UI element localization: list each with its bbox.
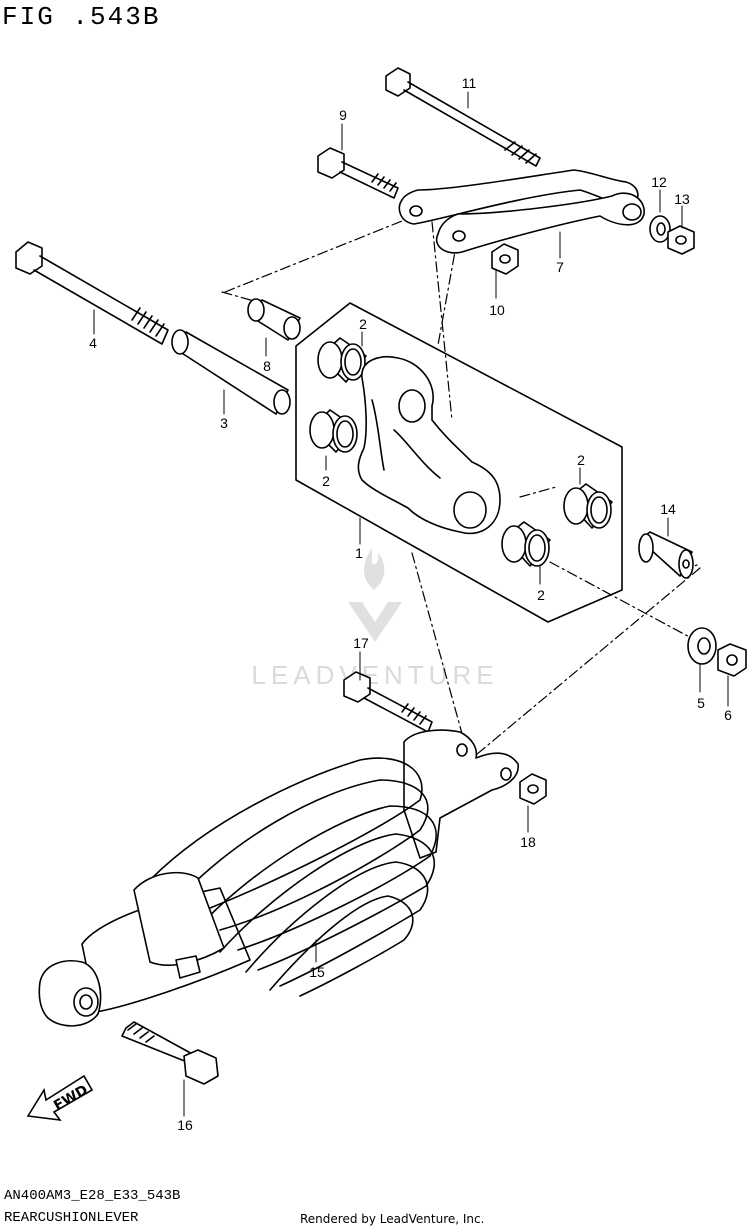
callout-4: 4 <box>89 335 97 351</box>
callout-leader-lines <box>93 91 729 1117</box>
bolt-icon <box>343 671 433 733</box>
watermark-v-icon <box>348 602 402 642</box>
nut-icon <box>519 773 547 805</box>
watermark-text: LEADVENTURE <box>251 660 498 690</box>
callout-13: 13 <box>674 191 690 207</box>
bearing-icon <box>563 483 613 529</box>
bearing-icon <box>309 409 358 453</box>
figure-caption: REARCUSHIONLEVER <box>4 1210 139 1226</box>
callout-2d: 2 <box>537 587 545 603</box>
bolt-icon <box>317 147 399 199</box>
leadventure-watermark: LEADVENTURE <box>251 548 498 690</box>
cushion-lever-icon <box>357 356 501 535</box>
callout-10: 10 <box>489 302 505 318</box>
render-credit: Rendered by LeadVenture, Inc. <box>300 1212 485 1226</box>
spacer-icon <box>171 329 291 415</box>
callout-2c: 2 <box>577 452 585 468</box>
nut-icon <box>717 643 747 677</box>
fwd-arrow-icon <box>26 1074 94 1122</box>
figure-title: FIG .543B <box>2 2 161 32</box>
nut-icon <box>667 225 695 255</box>
bolt-icon <box>121 1021 219 1085</box>
washer-icon <box>687 627 717 665</box>
callout-17: 17 <box>353 635 369 651</box>
bearing-icon <box>501 521 551 567</box>
bearing-icon <box>317 337 367 383</box>
callout-2a: 2 <box>359 316 367 332</box>
reference-lines <box>221 216 701 761</box>
callout-2b: 2 <box>322 473 330 489</box>
callout-11: 11 <box>462 75 477 91</box>
callout-18: 18 <box>520 834 536 850</box>
callout-15: 15 <box>309 964 325 980</box>
bolt-icon <box>385 67 541 167</box>
callout-7: 7 <box>556 259 564 275</box>
cushion-rod-icon <box>398 169 645 254</box>
callout-9: 9 <box>339 107 347 123</box>
washer-icon <box>649 215 671 243</box>
callout-16: 16 <box>177 1117 193 1133</box>
rear-shock-absorber-icon <box>38 729 519 1027</box>
callout-14: 14 <box>660 501 676 517</box>
callout-3: 3 <box>220 415 228 431</box>
watermark-flame-icon <box>363 548 385 590</box>
callout-1: 1 <box>355 545 363 561</box>
spacer-icon <box>638 531 694 579</box>
callout-12: 12 <box>651 174 667 190</box>
callout-5: 5 <box>697 695 705 711</box>
callout-8: 8 <box>263 358 271 374</box>
bolt-icon <box>15 241 169 345</box>
lever-group-outline <box>295 302 623 623</box>
callout-6: 6 <box>724 707 732 723</box>
fwd-arrow: FWD <box>26 1074 94 1122</box>
model-code: AN400AM3_E28_E33_543B <box>4 1188 181 1204</box>
spacer-icon <box>247 298 301 341</box>
nut-icon <box>491 243 519 275</box>
